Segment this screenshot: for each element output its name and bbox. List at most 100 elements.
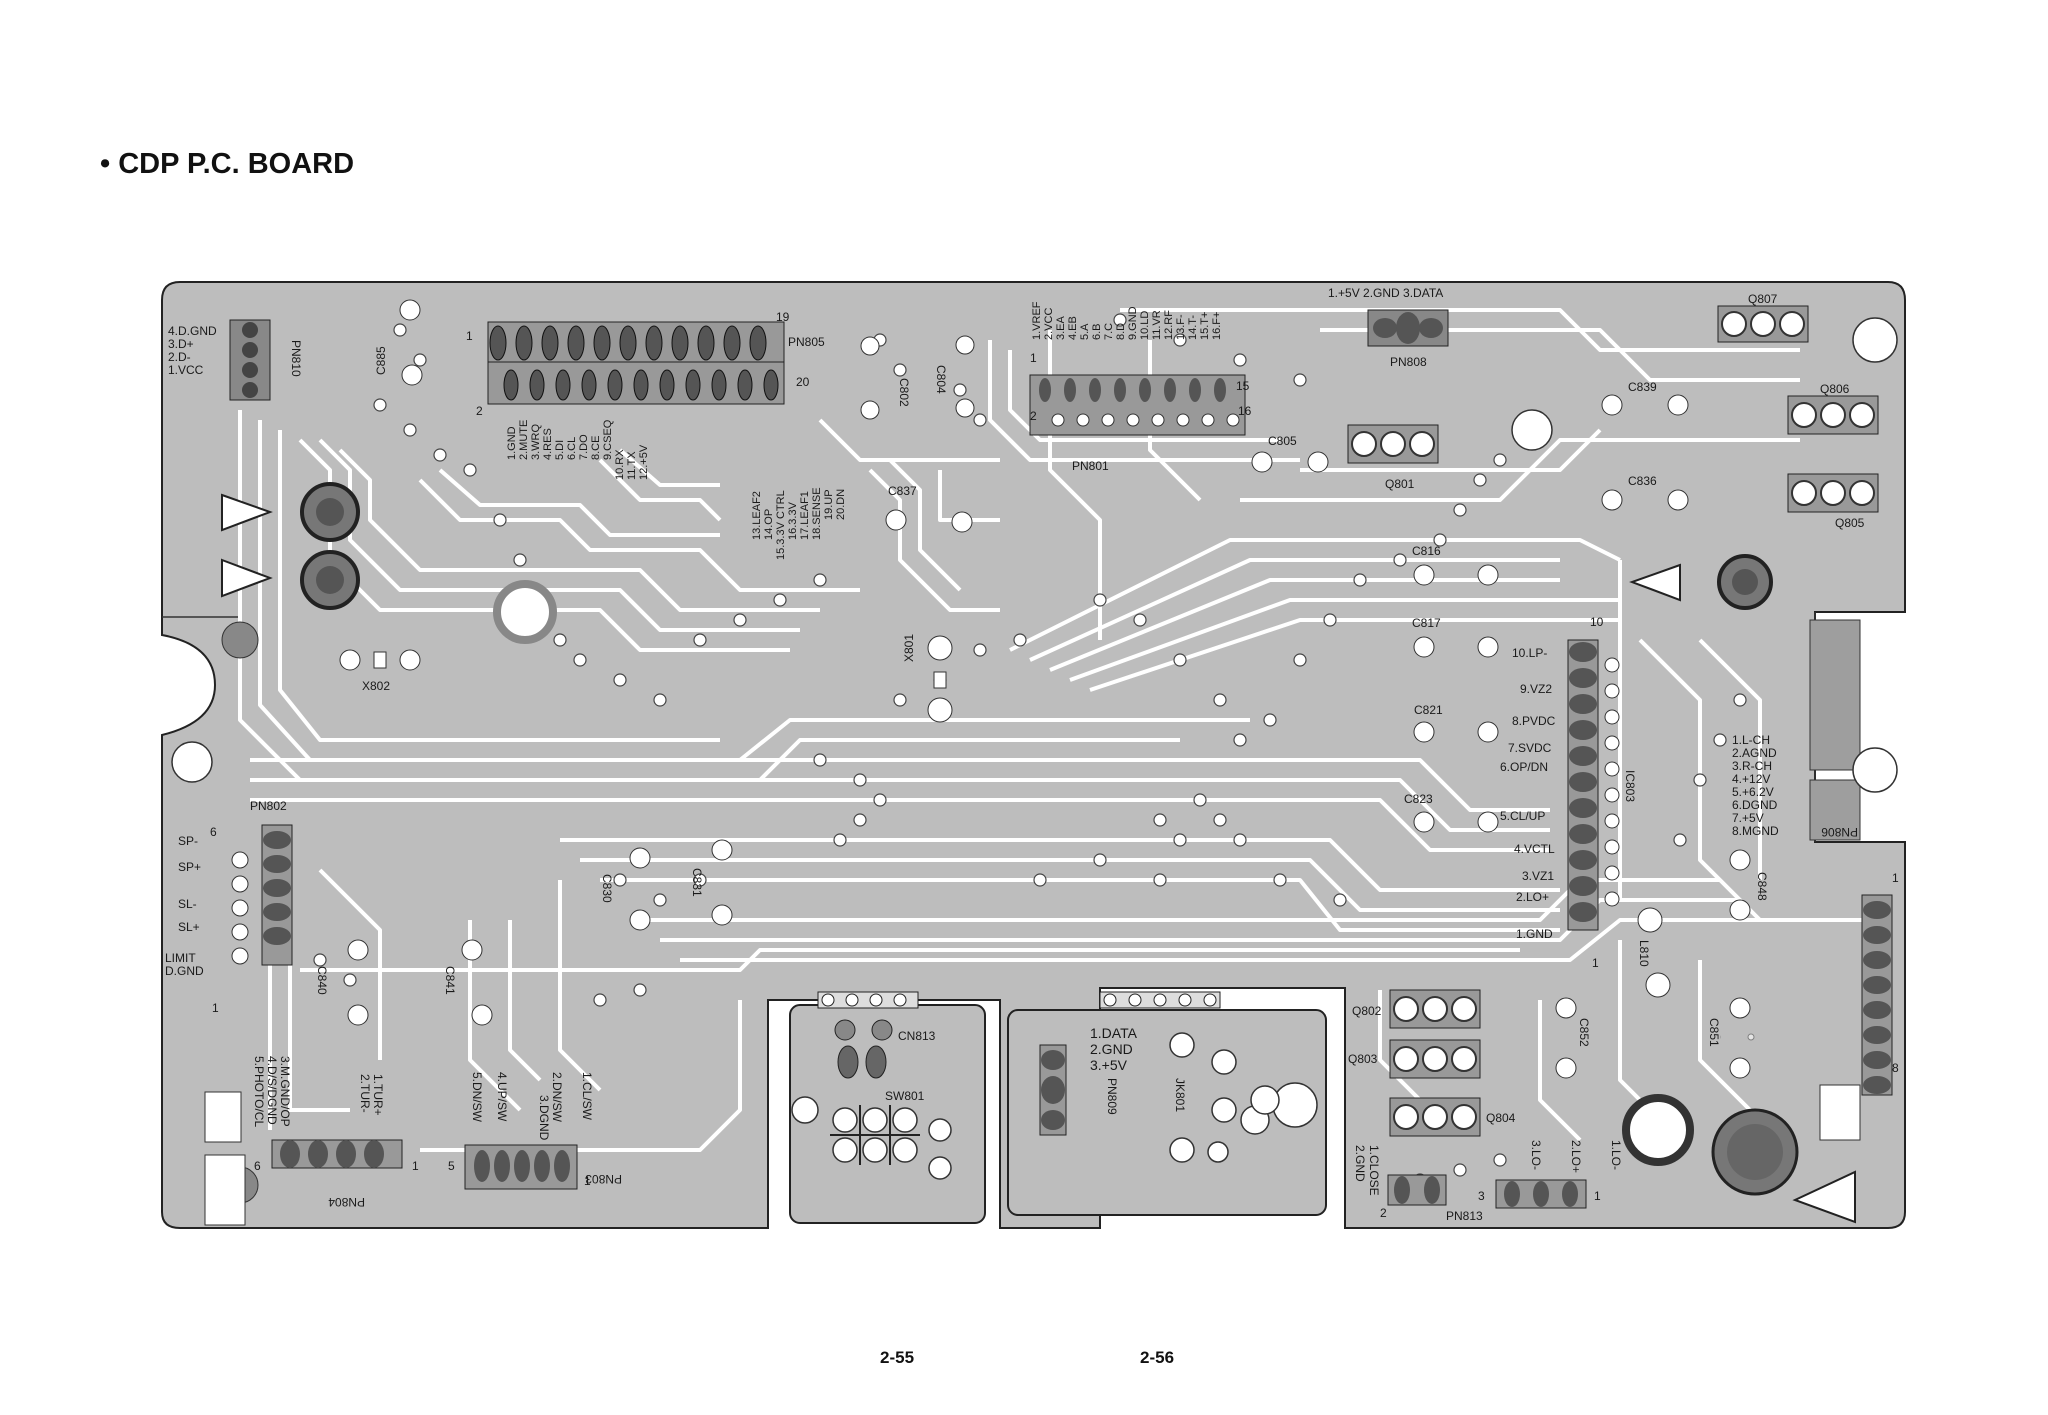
pn801-pin-16: 16 bbox=[1238, 404, 1252, 418]
c804-label: C804 bbox=[934, 365, 948, 394]
pn803-sig-dgnd: 3.DGND bbox=[537, 1095, 551, 1141]
ic803-pin-lp: 10.LP- bbox=[1512, 646, 1547, 660]
pn805-sig-17: 17.LEAF1 bbox=[799, 491, 811, 540]
pn805-pin-20: 20 bbox=[796, 375, 810, 389]
pn803-sig-upsw: 4.UP/SW bbox=[495, 1072, 509, 1122]
q804: Q804 bbox=[1389, 1097, 1516, 1137]
pn804-sig-photo: 5.PHOTO/CL bbox=[252, 1056, 266, 1127]
c831-label: C831 bbox=[690, 868, 704, 897]
pn802-pin-sl-plus: SL+ bbox=[178, 920, 200, 934]
ic803-pin-pvdc: 8.PVDC bbox=[1512, 714, 1556, 728]
c839-label: C839 bbox=[1628, 380, 1657, 394]
reference-triangles bbox=[221, 493, 1856, 1224]
pn803-label: PN803 bbox=[585, 1172, 622, 1186]
jk801-label: JK801 bbox=[1173, 1078, 1187, 1112]
c840-label: C840 bbox=[315, 966, 329, 995]
pn805-sig-2: 2.MUTE bbox=[518, 420, 530, 460]
pn808-connector: 1.+5V 2.GND 3.DATA PN808 bbox=[1328, 286, 1449, 369]
pn805-sig-1: 1.GND bbox=[506, 426, 518, 460]
pn801-connector: PN801 1 2 15 16 1.VREF 2.VCC 3.EA 4.EB 5… bbox=[1029, 301, 1252, 473]
ic803-pin-gnd: 1.GND bbox=[1516, 927, 1553, 941]
q803: Q803 bbox=[1348, 1039, 1481, 1079]
c836-label: C836 bbox=[1628, 474, 1657, 488]
pn806-label: PN806 bbox=[1821, 825, 1858, 839]
mounting-holes bbox=[171, 317, 1898, 1204]
page-number-left: 2-55 bbox=[880, 1348, 915, 1367]
pn805-sig-12: 12.+5V bbox=[638, 444, 650, 480]
q801-label: Q801 bbox=[1385, 477, 1415, 491]
ic803-pin-clup: 5.CL/UP bbox=[1500, 809, 1545, 823]
pn805-sig-3: 3.WRQ bbox=[530, 424, 542, 461]
pn813-label: PN813 bbox=[1446, 1209, 1483, 1223]
pn813-num-3: 3 bbox=[1478, 1189, 1485, 1203]
pn801-sig-6: 6.B bbox=[1091, 323, 1103, 340]
ic803-pin-vz1: 3.VZ1 bbox=[1522, 869, 1554, 883]
pn801-sig-5: 5.A bbox=[1079, 323, 1091, 340]
c823-label: C823 bbox=[1404, 792, 1433, 806]
pn802-pin-sl-minus: SL- bbox=[178, 897, 197, 911]
pn801-sig-1: 1.VREF bbox=[1031, 301, 1043, 340]
pn803-num-5: 5 bbox=[448, 1159, 455, 1173]
pn801-sig-10: 10.LD bbox=[1139, 311, 1151, 340]
pn804-sig-tur-minus: 2.TUR- bbox=[358, 1074, 372, 1113]
pn802-pin-sp-minus: SP- bbox=[178, 834, 198, 848]
pn805-sig-5: 5.DI bbox=[554, 440, 566, 460]
pn813-sig-close: 1.CLOSE bbox=[1367, 1145, 1381, 1196]
pn809-pin-gnd: 2.GND bbox=[1090, 1041, 1133, 1057]
pn810-label: PN810 bbox=[289, 340, 303, 377]
pn802-label: PN802 bbox=[250, 799, 287, 813]
pn813-sig-lo-plus: 2.LO+ bbox=[1569, 1140, 1583, 1173]
pn804-connector: 3.M.GND/OP 4.D/S/DGND 5.PHOTO/CL 1.TUR+ … bbox=[204, 1056, 419, 1226]
c821-label: C821 bbox=[1414, 703, 1443, 717]
pn801-pin-2: 2 bbox=[1030, 409, 1037, 423]
pn805-sig-11: 11.TX bbox=[626, 451, 638, 480]
lower-left-capacitors: C830 C831 C840 C841 bbox=[315, 839, 733, 1026]
c805-label: C805 bbox=[1268, 434, 1297, 448]
pn809-jk801-panel: 1.DATA 2.GND 3.+5V PN809 JK801 bbox=[1039, 991, 1280, 1163]
pn802-pin-sp-plus: SP+ bbox=[178, 860, 201, 874]
pn801-sig-8: 8.D bbox=[1115, 323, 1127, 340]
pn806-pin-5: 5.+6.2V bbox=[1732, 785, 1774, 799]
q803-label: Q803 bbox=[1348, 1052, 1378, 1066]
c851-label: C851 bbox=[1707, 1018, 1721, 1047]
ic803-pin-1: 1 bbox=[1592, 956, 1599, 970]
pn805-sig-13: 13.LEAF2 bbox=[751, 491, 763, 540]
pn806-pin-2: 2.AGND bbox=[1732, 746, 1777, 760]
pn805-sig-6: 6.CL bbox=[566, 437, 578, 460]
pn810-pin-3: 3.D+ bbox=[168, 337, 194, 351]
c837-label: C837 bbox=[888, 484, 917, 498]
pn806-pin-7: 7.+5V bbox=[1732, 811, 1764, 825]
copper-traces bbox=[238, 308, 1880, 1152]
pn801-sig-9: 9.GND bbox=[1127, 306, 1139, 340]
pn803-connector: 1.CL/SW 2.DN/SW 3.DGND 4.UP/SW 5.DN/SW P… bbox=[448, 1072, 622, 1190]
q802-label: Q802 bbox=[1352, 1004, 1382, 1018]
page-title: • CDP P.C. BOARD bbox=[100, 148, 355, 180]
pn805-pin-2: 2 bbox=[476, 404, 483, 418]
pn801-label: PN801 bbox=[1072, 459, 1109, 473]
pn810-connector: 4.D.GND 3.D+ 2.D- 1.VCC PN810 bbox=[168, 319, 303, 401]
pn806-connector: 1.L-CH 2.AGND 3.R-CH 4.+12V 5.+6.2V 6.DG… bbox=[1732, 733, 1899, 1096]
pn801-sig-14: 14.T- bbox=[1187, 315, 1199, 340]
pn801-sig-16: 16.F+ bbox=[1211, 312, 1223, 340]
pn805-sig-4: 4.RES bbox=[542, 428, 554, 460]
pn803-sig-clsw: 1.CL/SW bbox=[580, 1072, 594, 1121]
c885-label: C885 bbox=[374, 346, 388, 375]
pn808-label: PN808 bbox=[1390, 355, 1427, 369]
pn806-pin-3: 3.R-CH bbox=[1732, 759, 1772, 773]
pn803-sig-dnsw-a: 2.DN/SW bbox=[550, 1072, 564, 1123]
c816-label: C816 bbox=[1412, 544, 1441, 558]
vias bbox=[313, 313, 1747, 1187]
pn809-pin-data: 1.DATA bbox=[1090, 1025, 1138, 1041]
right-capacitors: C839 C836 C816 C817 C821 C823 bbox=[1404, 380, 1689, 833]
pn802-pin-dgnd: D.GND bbox=[165, 964, 204, 978]
cn813-label: CN813 bbox=[898, 1029, 936, 1043]
pn801-sig-7: 7.C bbox=[1103, 323, 1115, 340]
c852-label: C852 bbox=[1577, 1018, 1591, 1047]
pn806-num-8: 8 bbox=[1892, 1061, 1899, 1075]
pn801-sig-11: 11.VR bbox=[1151, 310, 1163, 340]
q806-label: Q806 bbox=[1820, 382, 1850, 396]
q806: Q806 bbox=[1787, 382, 1879, 435]
page-number-right: 2-56 bbox=[1140, 1348, 1175, 1367]
pn806-num-1: 1 bbox=[1892, 871, 1899, 885]
q807: Q807 bbox=[1717, 292, 1809, 343]
